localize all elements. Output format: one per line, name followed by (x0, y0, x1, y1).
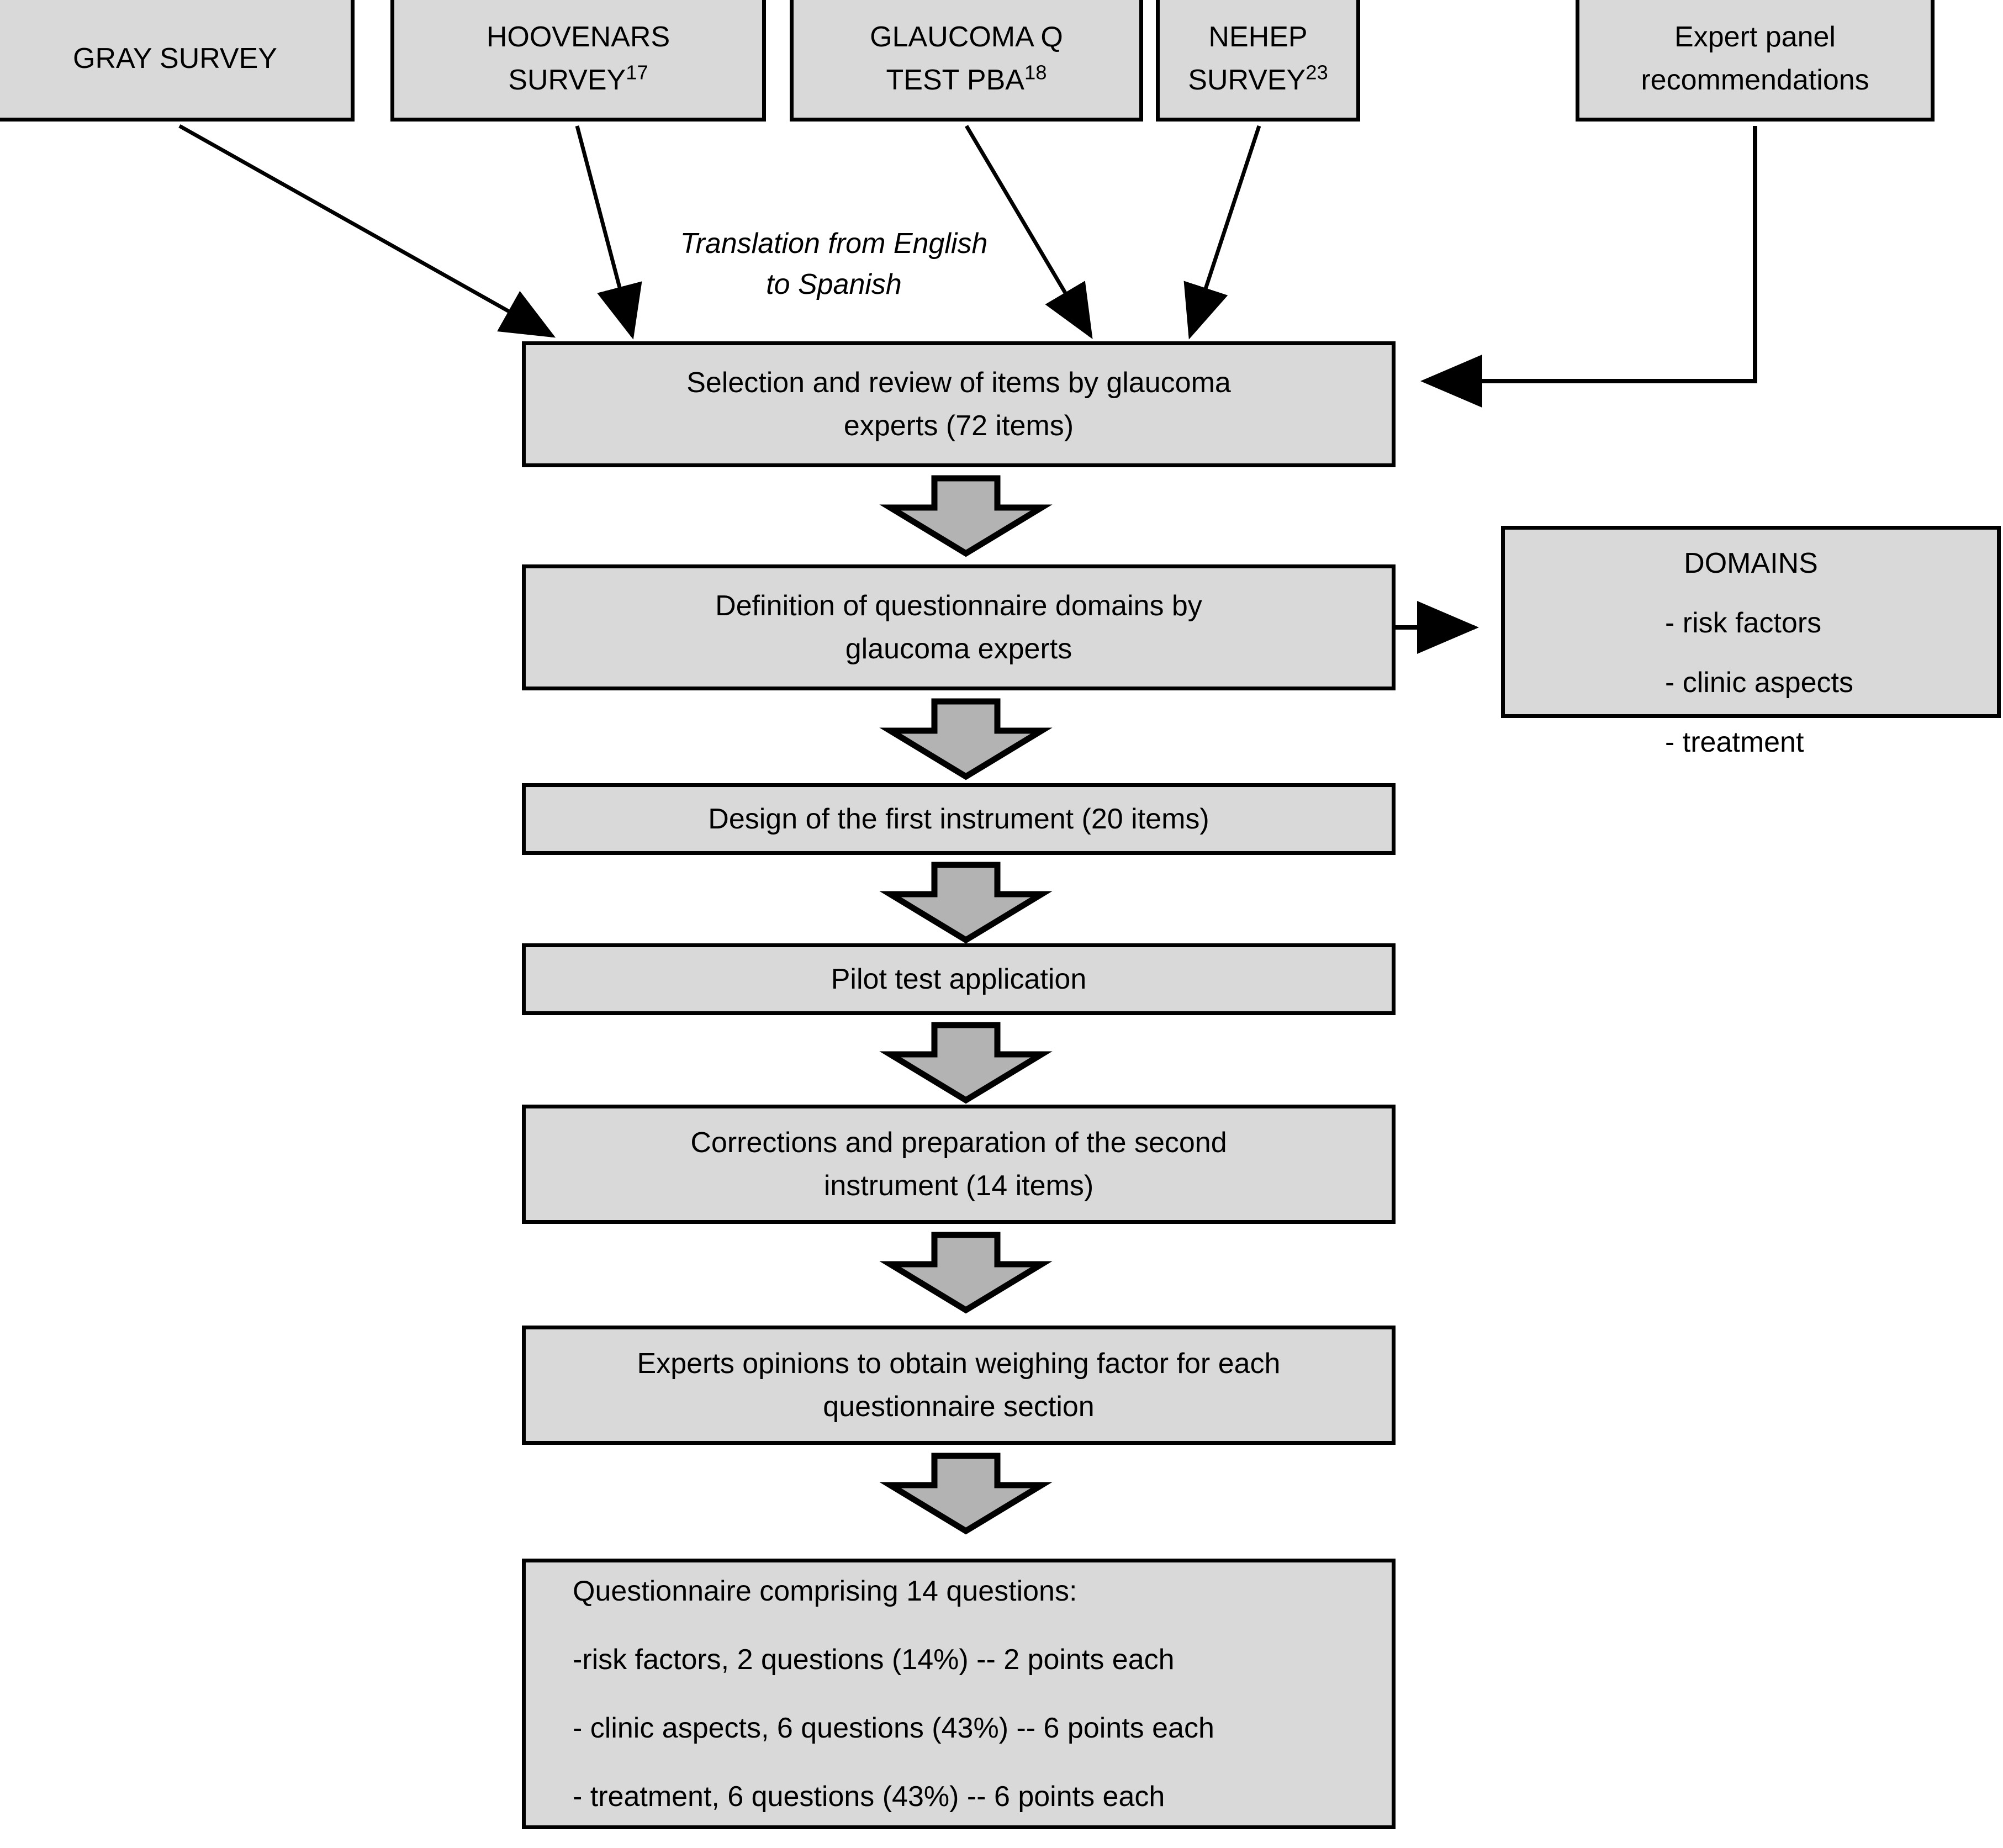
source-label-line: HOOVENARS (486, 21, 670, 53)
step-label-line-1: Pilot test application (831, 963, 1087, 995)
source-label-line: NEHEP (1208, 21, 1308, 53)
step-box-selection-and-review: Selection and review of items by glaucom… (522, 341, 1396, 467)
block-arrow-corrections-to-experts (879, 1232, 1053, 1314)
step-label-line-2: questionnaire section (823, 1391, 1095, 1423)
source-label-line: SURVEY23 (1188, 59, 1328, 102)
block-arrow-selection-to-definition (879, 475, 1053, 557)
source-superscript: 23 (1306, 61, 1328, 84)
source-box-glaucoma-q-test: GLAUCOMA Q TEST PBA18 (790, 0, 1143, 122)
source-box-nehep-survey: NEHEP SURVEY23 (1156, 0, 1360, 122)
source-label-line: GLAUCOMA Q (870, 21, 1063, 53)
source-label-line: GRAY SURVEY (73, 43, 277, 75)
step-box-definition-of-domains: Definition of questionnaire domains by g… (522, 564, 1396, 690)
source-box-hoovenars-survey: HOOVENARS SURVEY17 (390, 0, 766, 122)
source-box-gray-survey: GRAY SURVEY (0, 0, 355, 122)
block-arrow-pilot-to-corrections (879, 1022, 1053, 1104)
block-arrow-design-to-pilot (879, 862, 1053, 944)
final-item-treatment: - treatment, 6 questions (43%) -- 6 poin… (573, 1781, 1165, 1813)
source-label-line: TEST PBA18 (886, 59, 1047, 102)
source-label-line: Expert panel (1674, 21, 1836, 53)
step-label-line-2: glaucoma experts (845, 633, 1072, 665)
domains-item-risk-factors: - risk factors (1665, 607, 1822, 639)
connector-hoovenars-to-selection (575, 125, 642, 340)
block-arrow-experts-to-final (879, 1453, 1053, 1535)
source-label-text: TEST PBA (886, 64, 1024, 96)
step-label-line-2: experts (72 items) (843, 410, 1074, 442)
step-box-design-first-instrument: Design of the first instrument (20 items… (522, 783, 1396, 855)
step-label-line-1: Design of the first instrument (20 items… (708, 803, 1209, 835)
domains-item-clinic-aspects: - clinic aspects (1665, 667, 1853, 699)
step-label-line-1: Selection and review of items by glaucom… (686, 367, 1231, 399)
translation-annotation: Translation from English to Spanish (663, 224, 1005, 305)
source-superscript: 18 (1024, 61, 1047, 84)
final-item-risk-factors: -risk factors, 2 questions (14%) -- 2 po… (573, 1644, 1175, 1676)
step-box-corrections-second-instrument: Corrections and preparation of the secon… (522, 1105, 1396, 1224)
domains-title: DOMAINS (1684, 547, 1818, 579)
step-label-line-1: Corrections and preparation of the secon… (690, 1127, 1227, 1159)
final-heading: Questionnaire comprising 14 questions: (573, 1575, 1077, 1607)
source-label-line: SURVEY17 (508, 59, 648, 102)
connector-nehep-to-selection (1183, 125, 1261, 340)
step-box-pilot-test-application: Pilot test application (522, 943, 1396, 1015)
step-box-experts-opinions-weighing: Experts opinions to obtain weighing fact… (522, 1326, 1396, 1445)
domains-box: DOMAINS - risk factors - clinic aspects … (1501, 526, 2001, 758)
block-arrow-definition-to-design (879, 698, 1053, 780)
connector-gray-to-selection (178, 124, 556, 338)
source-box-expert-panel: Expert panel recommendations (1576, 0, 1935, 122)
source-superscript: 17 (626, 61, 648, 84)
step-label-line-2: instrument (14 items) (823, 1170, 1094, 1202)
final-questionnaire-box: Questionnaire comprising 14 questions: -… (522, 1559, 1396, 1829)
translation-line-2: to Spanish (766, 268, 902, 300)
step-label-line-1: Experts opinions to obtain weighing fact… (637, 1348, 1281, 1380)
source-label-line: recommendations (1641, 64, 1869, 96)
connector-expert-panel-to-selection (1420, 126, 1757, 408)
source-label-text: SURVEY (508, 64, 626, 96)
translation-line-1: Translation from English (680, 228, 988, 260)
step-label-line-1: Definition of questionnaire domains by (715, 590, 1202, 622)
domains-item-treatment: - treatment (1665, 726, 1804, 758)
source-label-text: SURVEY (1188, 64, 1306, 96)
final-item-clinic-aspects: - clinic aspects, 6 questions (43%) -- 6… (573, 1712, 1214, 1744)
